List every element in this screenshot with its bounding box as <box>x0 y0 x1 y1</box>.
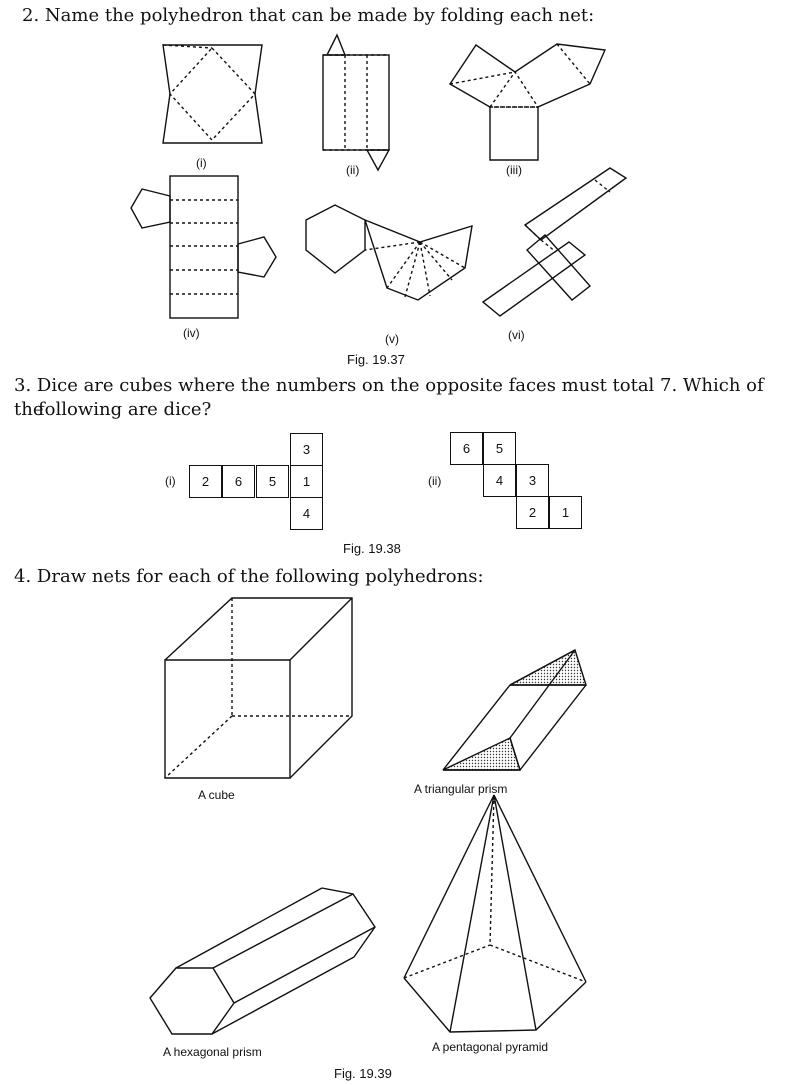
fig-19-38-caption: Fig. 19.38 <box>343 541 401 556</box>
hexagonal-prism-drawing <box>149 887 376 1035</box>
net-label-iii: (iii) <box>506 163 522 177</box>
dice-face: 1 <box>549 496 582 529</box>
dice-net-label-ii: (ii) <box>428 474 442 488</box>
question-number: 3. <box>14 375 32 396</box>
dice-net-label-i: (i) <box>165 474 176 488</box>
question-2: 2. Name the polyhedron that can be made … <box>22 4 594 28</box>
net-label-vi: (vi) <box>508 328 525 342</box>
question-text-line1: Dice are cubes where the numbers on the … <box>14 375 764 420</box>
net-v <box>305 204 473 301</box>
question-number: 2. <box>22 5 40 26</box>
question-3-line2: following are dice? <box>38 399 212 420</box>
dice-face: 4 <box>483 464 516 497</box>
fig-19-37-caption: Fig. 19.37 <box>347 352 405 367</box>
cube-drawing <box>164 597 353 779</box>
dice-face: 4 <box>290 497 323 530</box>
net-vi <box>481 167 628 317</box>
question-number: 4. <box>14 566 32 587</box>
triangular-prism-drawing <box>442 648 587 771</box>
dice-face: 5 <box>256 465 289 498</box>
net-i <box>162 44 263 144</box>
dice-face: 6 <box>222 465 255 498</box>
triangular-prism-caption: A triangular prism <box>414 782 508 796</box>
cube-caption: A cube <box>198 788 235 802</box>
dice-face: 5 <box>483 432 516 465</box>
dice-face: 1 <box>290 465 323 498</box>
net-label-ii: (ii) <box>346 163 360 177</box>
net-ii <box>322 33 391 172</box>
net-label-i: (i) <box>196 156 207 170</box>
question-4: 4. Draw nets for each of the following p… <box>14 565 484 589</box>
net-iii <box>449 43 607 161</box>
dice-face: 2 <box>516 496 549 529</box>
pentagonal-pyramid-drawing <box>403 794 587 1033</box>
net-label-iv: (iv) <box>183 326 200 340</box>
pentagonal-pyramid-caption: A pentagonal pyramid <box>432 1040 549 1054</box>
net-label-v: (v) <box>385 332 399 346</box>
net-iv <box>130 175 277 319</box>
question-text: Name the polyhedron that can be made by … <box>44 5 595 26</box>
question-3: 3. Dice are cubes where the numbers on t… <box>14 374 790 422</box>
dice-face: 2 <box>189 465 222 498</box>
fig-19-39-caption: Fig. 19.39 <box>334 1066 392 1081</box>
dice-face: 6 <box>450 432 483 465</box>
question-text: Draw nets for each of the following poly… <box>36 566 484 587</box>
hexagonal-prism-caption: A hexagonal prism <box>163 1045 262 1059</box>
